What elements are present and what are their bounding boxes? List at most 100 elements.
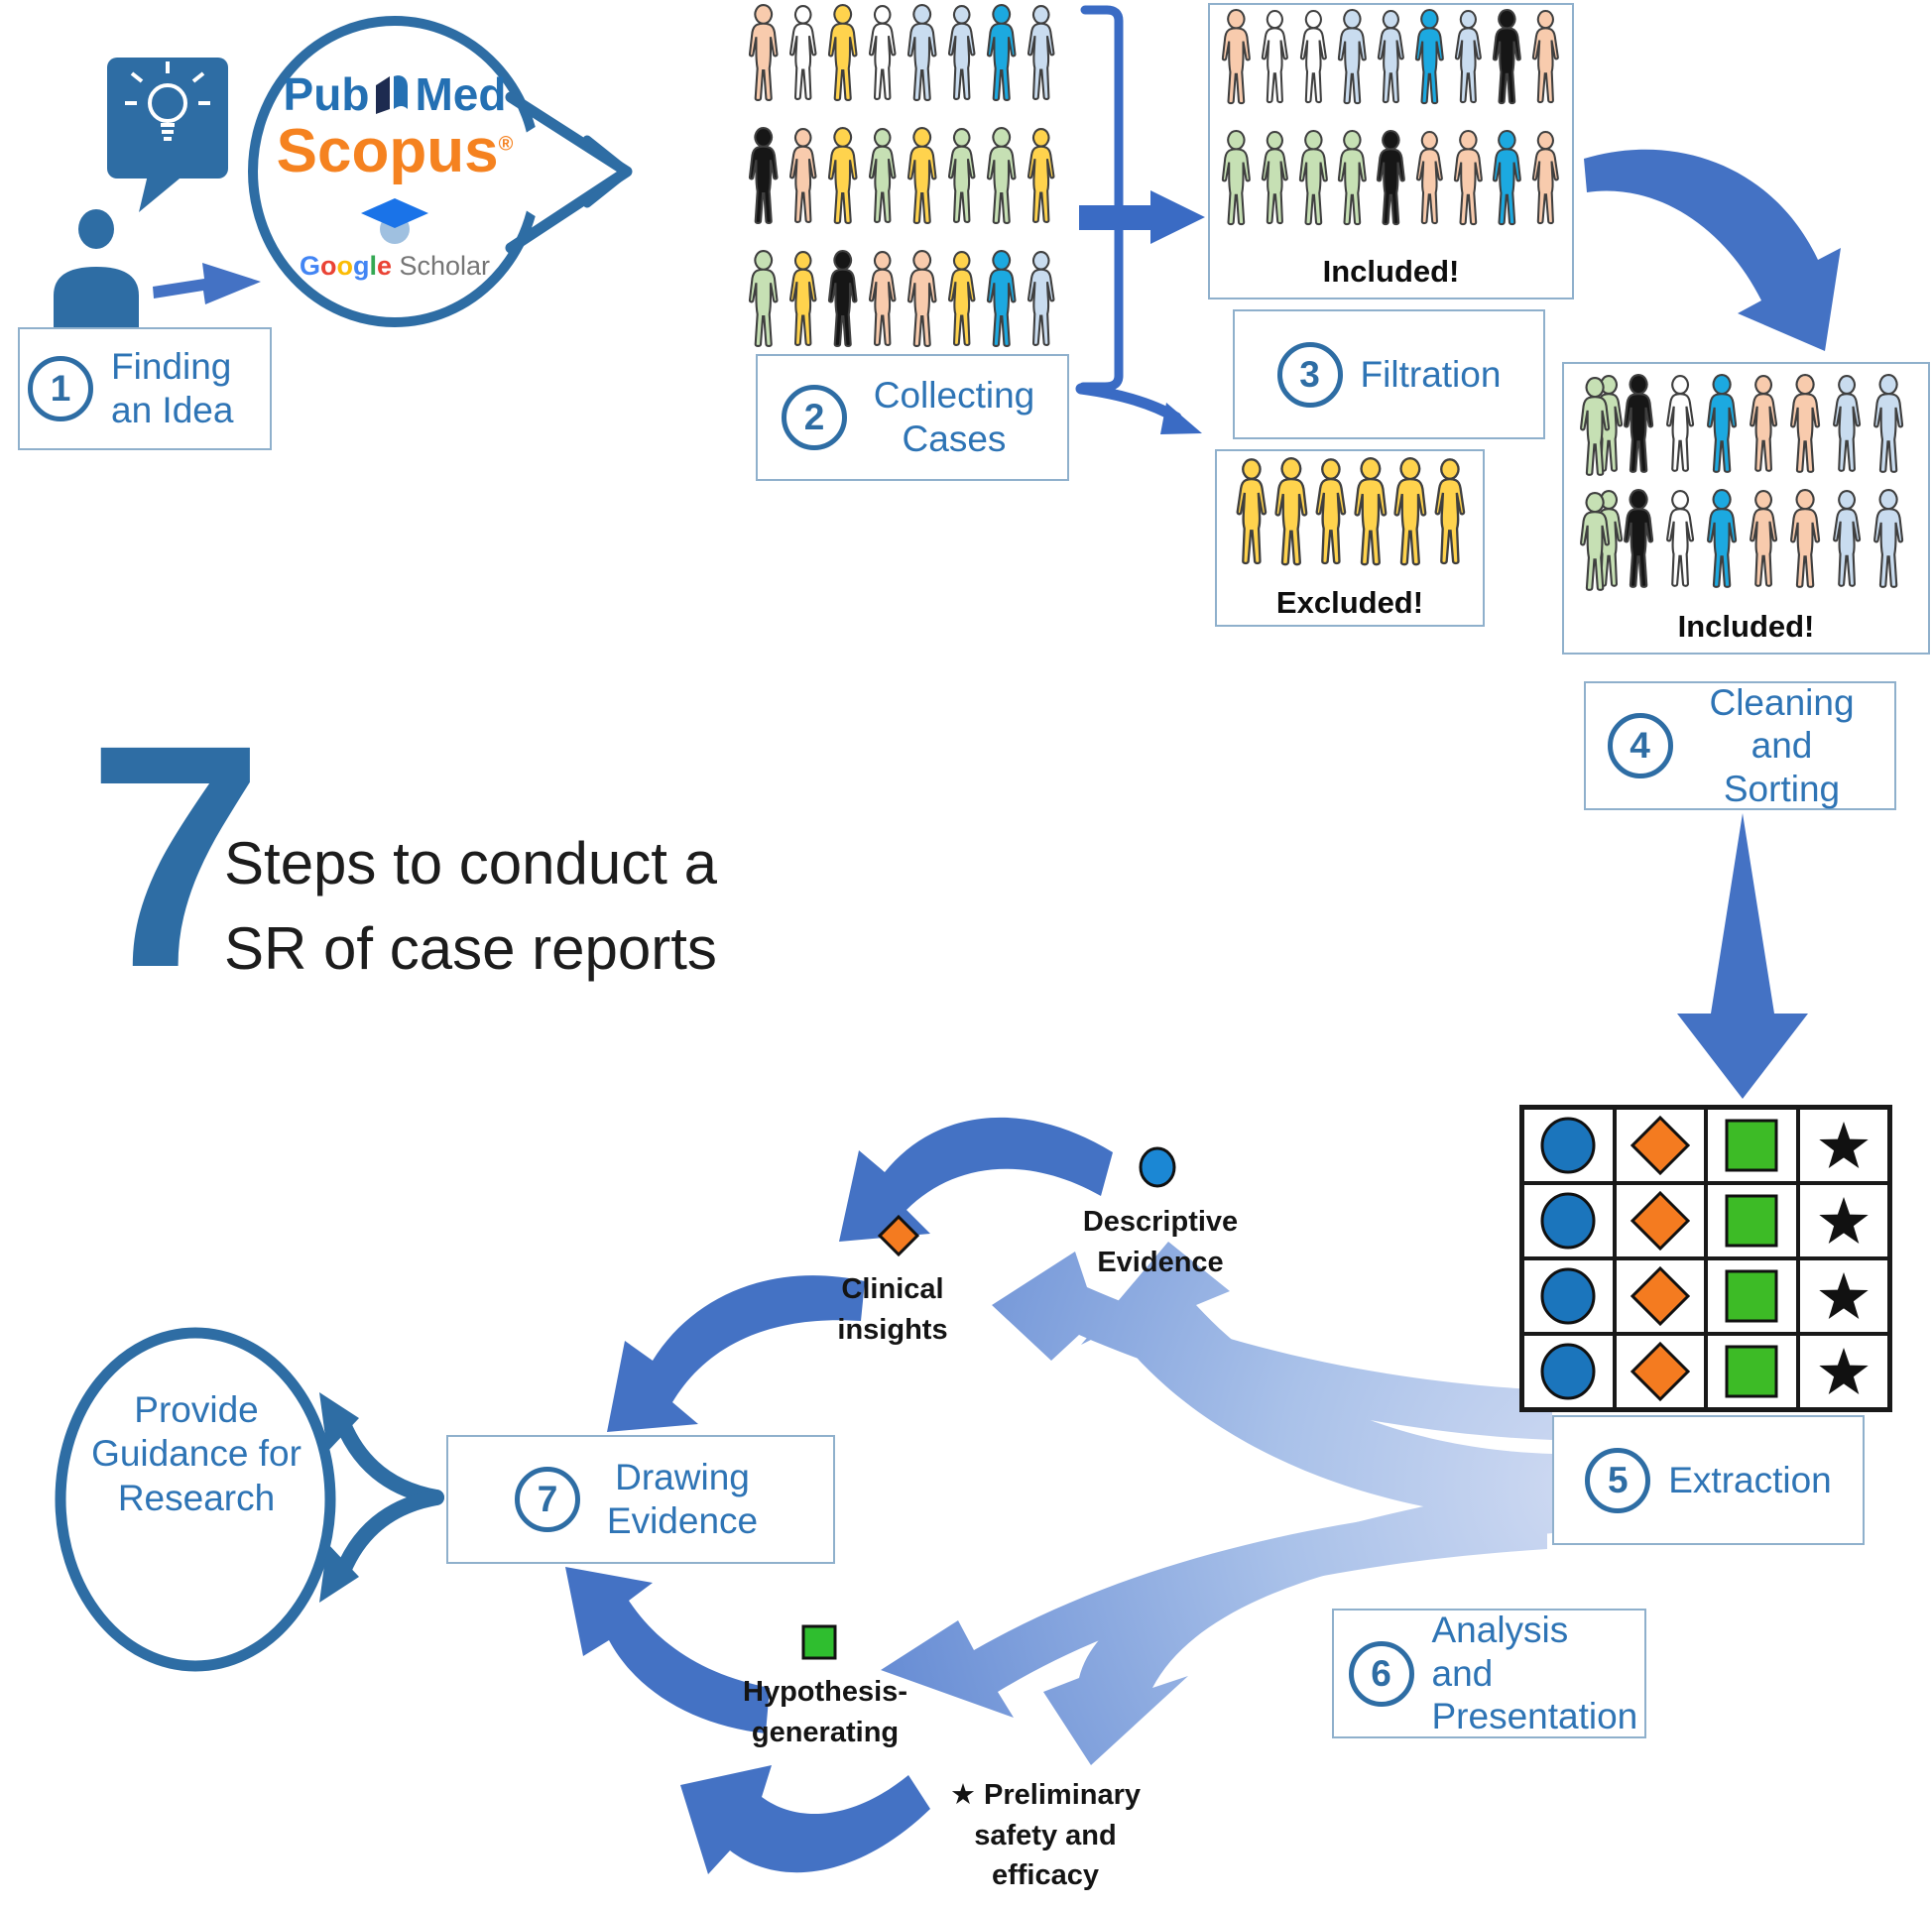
- step-box-extraction: 5 Extraction: [1552, 1415, 1865, 1545]
- arrow-hypothesis-to-drawing: [565, 1567, 770, 1733]
- person-figure-yellow: [1434, 458, 1466, 565]
- open-book-icon: [376, 75, 409, 114]
- person-figure-peach: [1750, 490, 1778, 587]
- person-figure-lightblue: [947, 5, 976, 100]
- step-box-finding-idea: 1 Finding an Idea: [18, 327, 272, 450]
- person-figure-lightblue: [1833, 490, 1862, 587]
- google-scholar-logo: Google Scholar: [299, 251, 491, 281]
- included-sorted-box: Included!: [1562, 362, 1930, 655]
- google-word: Google: [300, 251, 392, 281]
- included-sorted-caption: Included!: [1677, 609, 1815, 644]
- person-figure-peach: [788, 128, 817, 223]
- table-cell-circle: [1522, 1183, 1615, 1258]
- arrow-preliminary-to-left: [680, 1765, 930, 1874]
- person-figure-lightblue: [906, 4, 937, 102]
- hypothesis-generating-label: Hypothesis-generating: [743, 1676, 907, 1748]
- connector-lower-prong: [335, 1490, 444, 1579]
- person-figure-yellow: [1393, 457, 1427, 566]
- table-cell-square: [1706, 1258, 1798, 1334]
- step-label-collecting-cases: Collecting Cases: [873, 375, 1035, 459]
- step-box-filtration: 3 Filtration: [1233, 309, 1545, 439]
- clinical-insights-label: Clinical insights: [837, 1273, 948, 1346]
- descriptive-evidence-label: Descriptive Evidence: [1082, 1206, 1239, 1278]
- step-box-cleaning-sorting: 4 Cleaning and Sorting: [1584, 681, 1896, 810]
- fan-arrow-preliminary: [1043, 1482, 1552, 1765]
- person-figure-green: [986, 127, 1017, 225]
- person-figure-black: [1624, 488, 1654, 588]
- preliminary-safety-label: ★ Preliminary safety and efficacy: [949, 1779, 1142, 1892]
- person-figure-white: [1666, 490, 1695, 587]
- fan-arrow-clinical: [992, 1252, 1552, 1440]
- table-cell-star: [1797, 1334, 1889, 1409]
- table-cell-diamond: [1614, 1183, 1706, 1258]
- person-figure-green: [1298, 129, 1328, 226]
- person-figure-green: [748, 249, 779, 348]
- person-figure-peach: [1531, 131, 1559, 225]
- google-letter: e: [376, 251, 392, 281]
- arrow-cleaning-to-table: [1677, 813, 1808, 1099]
- person-figure-green: [868, 128, 897, 223]
- extraction-table: [1519, 1105, 1892, 1412]
- step-number-7: 7: [515, 1467, 580, 1532]
- step-label-cleaning-sorting: Cleaning and Sorting: [1709, 681, 1855, 809]
- person-figure-yellow: [1354, 457, 1388, 566]
- collecting-people: [748, 4, 1055, 348]
- person-figure-yellow: [947, 251, 976, 346]
- table-cell-square: [1706, 1183, 1798, 1258]
- excluded-caption: Excluded!: [1275, 585, 1424, 620]
- idea-person-icon: [54, 58, 228, 328]
- table-cell-square: [1706, 1108, 1798, 1183]
- person-figure-yellow: [827, 127, 858, 225]
- person-figure-black: [1624, 374, 1654, 473]
- collecting-bracket: [1078, 5, 1124, 392]
- connector-lower-head: [319, 1543, 359, 1603]
- person-figure-green: [1337, 129, 1367, 226]
- title-line-2: SR of case reports: [224, 914, 717, 982]
- person-figure-peach: [1221, 9, 1251, 105]
- step-number-5: 5: [1585, 1447, 1651, 1513]
- included-first-box: Included!: [1208, 3, 1574, 299]
- person-figure-peach: [1790, 488, 1821, 588]
- arrow-idea-to-sources: [153, 263, 261, 304]
- person-figure-yellow: [1026, 128, 1055, 223]
- big-seven: 7: [87, 678, 264, 1033]
- person-figure-lightblue: [1026, 251, 1055, 346]
- person-figure-yellow: [1236, 458, 1268, 565]
- included-first-people: [1221, 9, 1559, 226]
- scopus-logo: Scopus®: [276, 117, 514, 185]
- table-cell-diamond: [1614, 1108, 1706, 1183]
- step-number-2: 2: [782, 385, 847, 450]
- person-figure-peach: [1531, 10, 1559, 104]
- person-figure-peach: [906, 249, 937, 348]
- person-figure-lightblue: [1833, 375, 1862, 472]
- pubmed-pub-text: Pub: [283, 68, 370, 120]
- person-figure-peach: [748, 4, 779, 102]
- person-figure-green: [947, 128, 976, 223]
- person-figure-black: [827, 249, 858, 348]
- arrow-descriptive-curve: [839, 1117, 1113, 1242]
- arrow-clinical-to-drawing: [607, 1275, 865, 1432]
- step-box-collecting-cases: 2 Collecting Cases: [756, 354, 1069, 481]
- table-cell-circle: [1522, 1258, 1615, 1334]
- person-figure-green: [1261, 131, 1288, 225]
- arrow-to-excluded-head: [1160, 403, 1202, 434]
- google-letter: o: [336, 251, 353, 281]
- person-figure-yellow: [1274, 457, 1308, 566]
- person-figure-peach: [1453, 129, 1483, 226]
- person-figure-lightblue: [1377, 10, 1404, 104]
- table-cell-star: [1797, 1183, 1889, 1258]
- included-sorted-people: [1580, 374, 1904, 591]
- person-figure-peach: [1790, 374, 1821, 473]
- person-figure-brightblue: [986, 4, 1017, 102]
- person-figure-brightblue: [1707, 374, 1738, 473]
- person-figure-lightblue: [1337, 9, 1367, 105]
- step-label-analysis-presentation: Analysis and Presentation: [1431, 1610, 1638, 1737]
- step-number-1: 1: [28, 356, 93, 421]
- step-number-3: 3: [1276, 341, 1343, 408]
- hypothesis-square-icon: [801, 1624, 837, 1660]
- arrow-included-to-sorted: [1584, 149, 1841, 351]
- person-figure-white: [1666, 375, 1695, 472]
- fan-arrow-descriptive: [1081, 1242, 1552, 1521]
- person-figure-brightblue: [1492, 129, 1521, 226]
